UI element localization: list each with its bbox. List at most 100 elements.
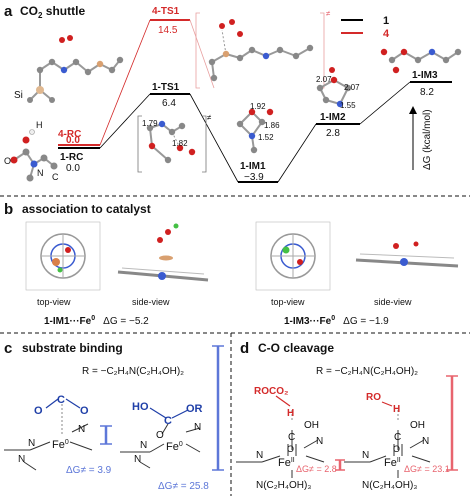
d-left-barrier: ΔG≠ = 2.8 [296, 464, 337, 474]
panel-d-r-def: R = −C₂H₄N(C₂H₄OH)₂ [316, 366, 418, 377]
c-right-metal: Fe0 [166, 441, 183, 453]
panel-a-letter: a [4, 3, 13, 20]
atom-label-n: N [37, 168, 44, 178]
panel-a-title: CO2 shuttle [20, 4, 85, 20]
d-left-metal: FeII [278, 457, 295, 469]
c-right-n3: N [194, 422, 201, 433]
energy-1-im1: −3.9 [244, 172, 264, 183]
panel-c-title: substrate binding [22, 341, 123, 355]
c-right-atom-c: C [164, 415, 172, 427]
c-left-n3: N [78, 424, 85, 435]
connector-ts1-im1 [189, 93, 239, 183]
legend-label-1: 1 [383, 15, 389, 27]
molecule-1-ts1 [146, 120, 196, 164]
c-left-atom-o1: O [34, 405, 43, 417]
axis-arrow-head [409, 106, 417, 114]
panel-a: a CO2 shuttle 1 4 4-RC 0.0 1-RC 0.0 4-TS… [4, 3, 462, 183]
ts-bracket-1-left [137, 115, 142, 173]
d-left-c: C [288, 432, 295, 443]
dist-im2-a: 2.07 [316, 75, 332, 84]
atom-label-h: H [36, 120, 43, 130]
dist-im1-a: 1.92 [250, 102, 266, 111]
d-right-barrier: ΔG≠ = 23.1 [404, 464, 450, 474]
axis-label: ΔG (kcal/mol) [422, 109, 433, 170]
label-1-rc: 1-RC [60, 152, 83, 163]
panel-d-letter: d [240, 340, 249, 357]
porphyrin-side-view-2 [355, 241, 459, 268]
energy-4-rc: 0.0 [66, 135, 80, 146]
c-right-n1: N [140, 440, 147, 451]
connector-rc-ts1 [99, 93, 151, 149]
d-right-metal: FeII [384, 457, 401, 469]
label-1-ts1: 1-TS1 [152, 82, 180, 93]
porphyrin-side-view-1 [117, 223, 209, 282]
panel-c-r-def: R = −C₂H₄N(C₂H₄OH)₂ [82, 366, 184, 377]
dist-im1-b: 1.86 [264, 121, 280, 130]
dist-im2-c: 1.55 [340, 101, 356, 110]
porphyrin-top-view-2 [255, 221, 331, 291]
panel-d: d C-O cleavage R = −C₂H₄N(C₂H₄OH)₂ ROCO₂… [236, 340, 458, 491]
connector-4rc-4ts1 [99, 19, 151, 146]
connector-im1-im2 [277, 123, 317, 183]
c-right-atom-o: O [156, 430, 164, 441]
label-1-im1: 1-IM1 [240, 161, 266, 172]
c-left-barrier: ΔG≠ = 3.9 [66, 465, 112, 476]
c-right-barrier: ΔG≠ = 25.8 [158, 481, 209, 492]
view-label-top-2: top-view [271, 297, 305, 307]
d-right-o: O [393, 444, 400, 454]
ts-mark-4: ≠ [326, 9, 331, 18]
d-right-oh: OH [410, 420, 425, 431]
scheme-c-left [4, 398, 93, 471]
d-right-h: H [393, 404, 400, 415]
panel-b-title: association to catalyst [22, 202, 151, 216]
porphyrin-top-view-1 [25, 221, 101, 291]
dist-ts1-b: 1.82 [172, 139, 188, 148]
label-1-im3: 1-IM3 [412, 70, 438, 81]
molecule-1-im2 [316, 67, 352, 108]
panel-d-title: C-O cleavage [258, 341, 334, 355]
molecule-4-ts1 [208, 19, 314, 82]
d-left-n2: N [316, 436, 323, 447]
c-left-atom-o2: O [80, 405, 89, 417]
c-left-n1: N [28, 438, 35, 449]
d-left-h: H [287, 408, 294, 419]
c-right-atom-ho: HO [132, 401, 149, 413]
energy-1-im2: 2.8 [326, 128, 340, 139]
ts-bracket-1-right [202, 115, 207, 173]
d-right-n1: N [362, 450, 369, 461]
ts-mark-1: ≠ [207, 113, 212, 122]
label-4-rc: 4-RC [58, 129, 81, 140]
energy-1-ts1: 6.4 [162, 98, 176, 109]
c-right-n2: N [134, 454, 141, 465]
d-right-ligand: N(C₂H₄OH)₃ [362, 480, 417, 491]
d-left-o: O [287, 444, 294, 454]
energy-1-rc: 0.0 [66, 163, 80, 174]
label-4-ts1: 4-TS1 [152, 6, 180, 17]
dist-ts1-a: 1.79 [142, 119, 158, 128]
dist-im2-b: 2.07 [344, 83, 360, 92]
d-right-n2: N [422, 436, 429, 447]
c-right-atom-or: OR [186, 403, 203, 415]
label-1-im2: 1-IM2 [320, 112, 346, 123]
panel-b-letter: b [4, 201, 13, 218]
connector-im2-im3 [359, 81, 411, 125]
dist-im1-c: 1.52 [258, 133, 274, 142]
panel-b: b association to catalyst [4, 201, 459, 327]
molecule-1-im3 [380, 48, 462, 74]
molecule-1-im1 [236, 108, 274, 154]
panel-c-letter: c [4, 340, 12, 357]
atom-label-o: O [4, 156, 11, 166]
d-left-ligand: N(C₂H₄OH)₃ [256, 480, 311, 491]
ts-bracket-4-left [195, 12, 200, 89]
d-left-fragment: ROCO₂ [254, 386, 288, 397]
view-label-side-2: side-view [374, 297, 412, 307]
c-left-n2: N [18, 454, 25, 465]
d-right-c: C [394, 432, 401, 443]
legend-label-4: 4 [383, 28, 390, 40]
view-label-top-1: top-view [37, 297, 71, 307]
d-left-oh: OH [304, 420, 319, 431]
atom-label-c: C [52, 172, 59, 182]
